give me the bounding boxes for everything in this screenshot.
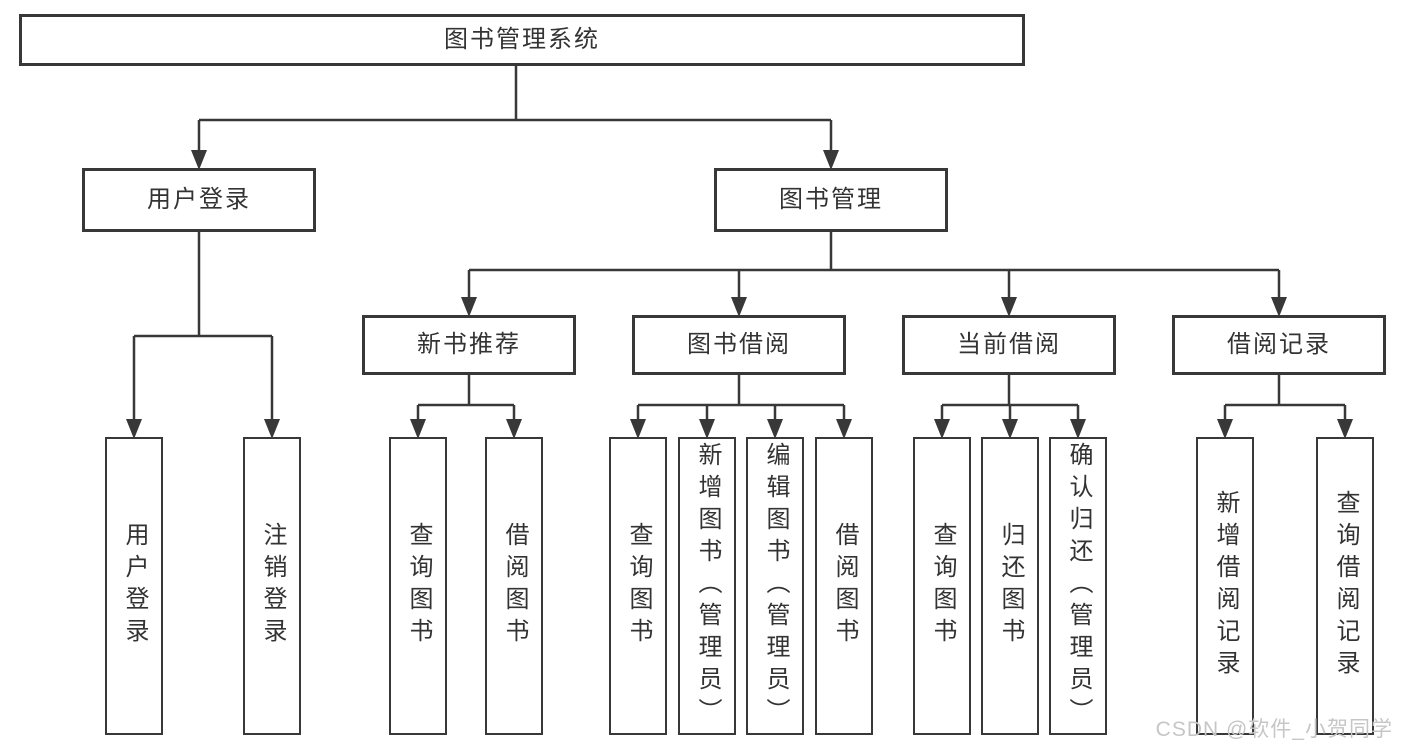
leaf-borrow-books-recommendation: 借阅图书 bbox=[485, 437, 543, 735]
node-label: 用户登录 bbox=[121, 522, 148, 650]
leaf-query-books-borrowing: 查询图书 bbox=[609, 437, 667, 735]
node-label: 查询借阅记录 bbox=[1332, 490, 1359, 682]
leaf-add-borrow-record: 新增借阅记录 bbox=[1196, 437, 1254, 735]
leaf-return-book: 归还图书 bbox=[981, 437, 1039, 735]
node-label: 编辑图书（管理员） bbox=[762, 442, 789, 730]
arrowheads bbox=[126, 150, 1353, 439]
node-label: 归还图书 bbox=[997, 522, 1024, 650]
node-borrowing-records: 借阅记录 bbox=[1172, 315, 1386, 375]
node-label: 确认归还（管理员） bbox=[1065, 442, 1092, 730]
node-label: 借阅图书 bbox=[831, 522, 858, 650]
node-current-borrowing: 当前借阅 bbox=[902, 315, 1116, 375]
node-user-login: 用户登录 bbox=[82, 168, 316, 232]
leaf-edit-book-admin: 编辑图书（管理员） bbox=[746, 437, 804, 735]
node-label: 图书管理系统 bbox=[444, 26, 600, 53]
node-book-management: 图书管理 bbox=[714, 168, 948, 232]
node-label: 新增借阅记录 bbox=[1212, 490, 1239, 682]
node-label: 借阅图书 bbox=[501, 522, 528, 650]
node-label: 新增图书（管理员） bbox=[694, 442, 721, 730]
node-label: 新书推荐 bbox=[417, 331, 521, 358]
node-label: 图书管理 bbox=[779, 186, 883, 213]
leaf-query-books-current: 查询图书 bbox=[913, 437, 971, 735]
node-library-management-system: 图书管理系统 bbox=[19, 14, 1025, 66]
node-new-book-recommendation: 新书推荐 bbox=[362, 315, 576, 375]
leaf-confirm-return-admin: 确认归还（管理员） bbox=[1049, 437, 1107, 735]
node-label: 查询图书 bbox=[405, 522, 432, 650]
leaf-query-books-recommendation: 查询图书 bbox=[389, 437, 447, 735]
node-label: 借阅记录 bbox=[1227, 331, 1331, 358]
node-label: 用户登录 bbox=[147, 186, 251, 213]
node-label: 注销登录 bbox=[259, 522, 286, 650]
leaf-borrow-books: 借阅图书 bbox=[815, 437, 873, 735]
node-label: 当前借阅 bbox=[957, 331, 1061, 358]
leaf-user-login: 用户登录 bbox=[105, 437, 163, 735]
node-label: 查询图书 bbox=[929, 522, 956, 650]
watermark-text: CSDN @软件_小贺同学 bbox=[1155, 718, 1393, 741]
leaf-logout: 注销登录 bbox=[243, 437, 301, 735]
node-label: 图书借阅 bbox=[687, 331, 791, 358]
leaf-query-borrow-record: 查询借阅记录 bbox=[1316, 437, 1374, 735]
leaf-add-book-admin: 新增图书（管理员） bbox=[678, 437, 736, 735]
node-label: 查询图书 bbox=[625, 522, 652, 650]
node-book-borrowing: 图书借阅 bbox=[632, 315, 846, 375]
